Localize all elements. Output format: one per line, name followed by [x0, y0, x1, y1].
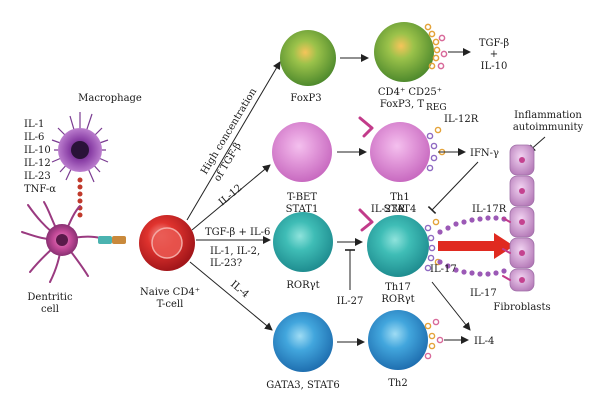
rorgt-label: RORγt — [286, 280, 319, 291]
naive-t-cell: Naive CD4⁺ T-cell — [139, 215, 200, 310]
cytokine-label: TNF-α — [24, 184, 56, 195]
gata3-label: GATA3, STAT6 — [266, 380, 339, 391]
tbet-label-line2: STAT1 — [286, 204, 319, 215]
treg-label-line1: CD4⁺ CD25⁺ — [378, 87, 442, 98]
il4-output-label: IL-4 — [474, 336, 494, 347]
foxp3-label: FoxP3 — [290, 93, 321, 104]
dendritic-label-line1: Dentritic — [27, 292, 73, 303]
il17r-label: IL-17R — [472, 204, 507, 215]
cytokine-label: IL-1 — [24, 119, 44, 130]
tbet-cell: T-BET STAT1 — [272, 122, 332, 215]
fibroblasts-label: Fibroblasts — [493, 302, 550, 313]
cytokine-label: IL-6 — [24, 132, 44, 143]
tbet-label-line1: T-BET — [287, 192, 317, 203]
th17-to-il4-arrow — [431, 281, 471, 331]
il27-label: IL-27 — [337, 296, 364, 307]
ifn-inhibits-th17 — [427, 161, 479, 215]
il12-arrow-label: IL-12 — [217, 183, 245, 209]
naive-label-line1: Naive CD4⁺ — [140, 287, 200, 298]
macrophage-cytokine-list: IL-1 IL-6 IL-10 IL-12 IL-23 TNF-α — [24, 119, 56, 195]
il1-il2-label-line1: IL-1, IL-2, — [210, 246, 260, 257]
ifn-gamma-label: IFN-γ — [470, 148, 499, 159]
th2-label: Th2 — [388, 378, 407, 389]
il23r-label: IL-23R — [371, 204, 406, 215]
il17-label-a: IL-17 — [430, 264, 457, 275]
tgf-il10-label-line3: IL-10 — [481, 61, 508, 72]
th1-label-line2: STAT4 — [384, 204, 417, 215]
inflammation-label-line2: autoimmunity — [513, 122, 584, 133]
th17-label-line2: RORγt — [381, 294, 414, 305]
th1-label-line1: Th1 — [390, 192, 409, 203]
treg-cell: CD4⁺ CD25⁺ FoxP3, T REG — [374, 22, 448, 113]
foxp3-cell: FoxP3 — [280, 30, 336, 104]
th2-cell: Th2 — [368, 310, 444, 389]
treg-label-line2: FoxP3, T — [380, 99, 425, 110]
th1-cell: Th1 STAT4 — [358, 116, 446, 215]
tgf-il10-label-line1: TGF-β — [479, 38, 510, 49]
treg-subscript: REG — [426, 103, 447, 113]
th17-label-line1: Th17 — [385, 282, 411, 293]
cytokine-label: IL-23 — [24, 171, 51, 182]
rorgt-cell: RORγt — [273, 212, 333, 291]
tgf-il10-label-line2: + — [490, 49, 498, 60]
il17-label-b: IL-17 — [470, 288, 497, 299]
cytokine-label: IL-10 — [24, 145, 51, 156]
il1-il2-label-line2: IL-23? — [210, 258, 242, 269]
inflammation-label-line1: Inflammation — [514, 110, 582, 121]
macrophage-dendritic-link — [77, 177, 83, 218]
il17-secretion-dots — [437, 215, 507, 277]
macrophage-cell: Macrophage — [51, 93, 142, 183]
dendritic-cell: Dentritic cell — [21, 201, 126, 315]
th17-to-fibroblast-arrow — [438, 233, 514, 259]
gata3-cell: GATA3, STAT6 — [266, 312, 340, 391]
macrophage-label: Macrophage — [78, 93, 142, 104]
naive-label-line2: T-cell — [157, 299, 184, 310]
th17-cell: Th17 RORγt — [358, 208, 442, 305]
dendritic-label-line2: cell — [41, 304, 59, 315]
differentiation-arrows — [186, 61, 281, 331]
il4-arrow-label: IL-4 — [228, 279, 251, 301]
fibroblast-stack: Fibroblasts — [493, 144, 551, 313]
il12r-label: IL-12R — [444, 114, 479, 125]
tgf-il6-label: TGF-β + IL-6 — [205, 227, 270, 238]
il27-inhibition: IL-27 — [337, 249, 364, 307]
cytokine-label: IL-12 — [24, 158, 51, 169]
